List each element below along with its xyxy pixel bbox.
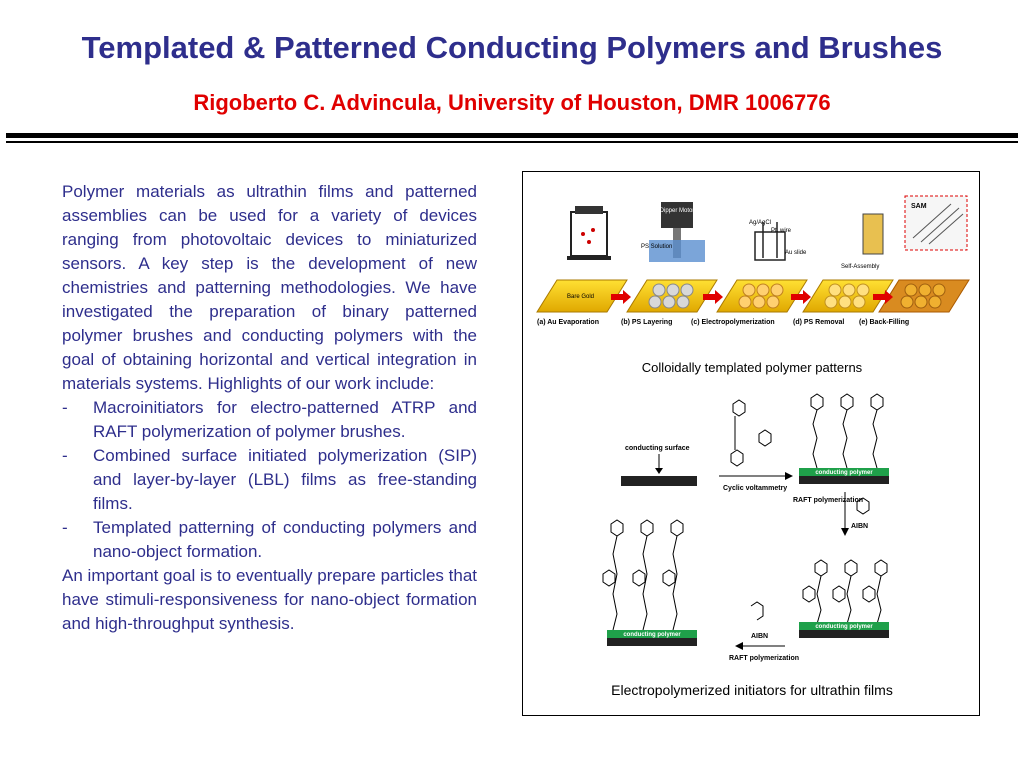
raft-label-bottom: RAFT polymerization [729, 655, 799, 662]
cv-arrow: Cyclic voltammetry [719, 472, 793, 492]
chemistry-schematic: conducting surface Cyclic voltammetry [602, 393, 889, 662]
substrate-row: Bare Gold [536, 279, 970, 313]
electrochem-cell-icon: Ag/AgCl Pt. wire Au slide [749, 220, 807, 261]
brush-film-right: conducting polymer [799, 559, 889, 638]
brush-film-left: conducting polymer [602, 519, 697, 646]
aibn-label-top: AIBN [851, 523, 868, 530]
step-label-e: (e) Back-Filling [859, 319, 909, 326]
ag-agcl-label: Ag/AgCl [749, 220, 771, 226]
step-label-c: (c) Electropolymerization [691, 319, 775, 326]
bullet-dash: - [62, 518, 68, 537]
step-labels: (a) Au Evaporation (b) PS Layering (c) E… [537, 319, 909, 326]
step-arrows [611, 290, 893, 304]
conducting-polymer-label-left: conducting polymer [623, 632, 681, 638]
pt-wire-label: Pt. wire [771, 228, 792, 234]
dipper-motor-label: Dipper Motor [660, 208, 695, 214]
closing-paragraph: An important goal is to eventually prepa… [62, 566, 477, 633]
conducting-polymer-label-top: conducting polymer [815, 470, 873, 476]
initiator-film-top: conducting polymer [799, 393, 889, 484]
slide-subtitle: Rigoberto C. Advincula, University of Ho… [193, 90, 831, 115]
raft-down-arrow: RAFT polymerization AIBN [793, 492, 870, 536]
bare-gold-label: Bare Gold [567, 294, 594, 300]
body-text: Polymer materials as ultrathin films and… [62, 180, 477, 636]
highlight-text: Templated patterning of conducting polym… [93, 518, 477, 561]
intro-paragraph: Polymer materials as ultrathin films and… [62, 182, 477, 393]
self-assembly-label: Self-Assembly [841, 264, 879, 270]
conducting-surface-label: conducting surface [625, 445, 690, 452]
dipper-icon: Dipper Motor PS Solution [641, 202, 705, 262]
sam-inset: SAM [904, 195, 968, 251]
step-label-b: (b) PS Layering [621, 319, 672, 326]
caption-bottom: Electropolymerized initiators for ultrat… [611, 682, 893, 698]
process-schematic: Dipper Motor PS Solution Ag/AgCl Pt. wir… [536, 195, 970, 326]
highlight-item: - Combined surface initiated polymerizati… [62, 444, 477, 516]
ps-solution-label: PS Solution [641, 244, 672, 250]
highlight-text: Combined surface initiated polymerizatio… [93, 446, 477, 513]
bullet-dash: - [62, 446, 68, 465]
highlight-text: Macroinitiators for electro-patterned AT… [93, 398, 477, 441]
caption-top: Colloidally templated polymer patterns [641, 360, 863, 375]
bullet-dash: - [62, 398, 68, 417]
highlight-item: - Macroinitiators for electro-patterned A… [62, 396, 477, 444]
aibn-label-bottom: AIBN [751, 633, 768, 640]
cyclic-voltammetry-label: Cyclic voltammetry [723, 485, 787, 492]
monomer-structures [730, 399, 772, 467]
sam-label: SAM [911, 203, 927, 210]
slide-title: Templated & Patterned Conducting Polymer… [81, 30, 943, 65]
raft-left-arrow: AIBN RAFT polymerization [729, 601, 799, 662]
highlight-item: - Templated patterning of conducting poly… [62, 516, 477, 564]
au-slide-label: Au slide [785, 250, 807, 256]
highlights-list: - Macroinitiators for electro-patterned A… [62, 396, 477, 564]
evaporator-icon [567, 206, 611, 260]
beaker-icon: Self-Assembly [841, 213, 884, 270]
figure-panel: Dipper Motor PS Solution Ag/AgCl Pt. wir… [522, 171, 980, 716]
conducting-polymer-label-right: conducting polymer [815, 624, 873, 630]
divider-thin [6, 141, 1018, 143]
step-label-a: (a) Au Evaporation [537, 319, 599, 326]
conducting-surface-group: conducting surface [621, 445, 697, 486]
raft-label-top: RAFT polymerization [793, 497, 863, 504]
step-label-d: (d) PS Removal [793, 319, 844, 326]
divider-thick [6, 133, 1018, 138]
